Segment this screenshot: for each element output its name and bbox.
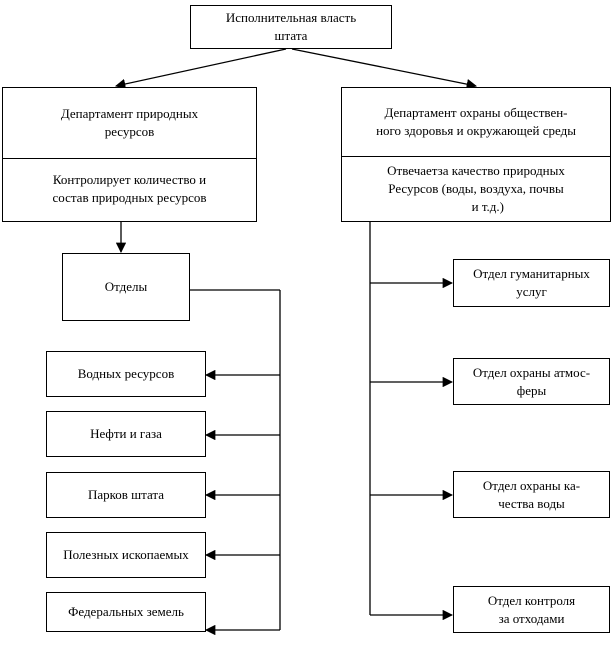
left-dept-title-line1: Департамент природных [60,106,199,121]
box-otdely: Отделы [62,253,190,321]
water-resources-label: Водных ресурсов [77,366,175,381]
arrow-top-to-right-dept [291,48,478,90]
box-oil-gas: Нефти и газа [46,411,206,457]
right-dept-title-line2: ного здоровья и окружающей среды [376,123,576,138]
box-minerals: Полезных ископаемых [46,532,206,578]
right-dept-desc-line2: Ресурсов (воды, воздуха, почвы [388,181,564,196]
executive-line1: Исполнительная власть [225,10,357,25]
water-quality-line1: Отдел охраны ка- [482,477,581,493]
federal-lands-label: Федеральных земель [68,604,184,619]
left-dept-desc-line1: Контролирует количество и [52,172,207,187]
state-parks-label: Парков штата [87,487,165,502]
right-dept-desc-line1: Отвечаетза качество природных [387,163,565,178]
oil-gas-label: Нефти и газа [90,426,162,441]
box-water-quality: Отдел охраны ка- чества воды [453,471,610,518]
minerals-label: Полезных ископаемых [63,547,189,562]
box-waste-control: Отдел контроля за отходами [453,586,610,633]
humanitarian-line2: услуг [516,284,547,299]
water-quality-line2: чества воды [498,495,565,511]
executive-line2: штата [274,28,308,43]
left-dept-desc-line2: состав природных ресурсов [52,190,207,205]
otdely-label: Отделы [104,279,148,294]
box-public-health-dept: Департамент охраны обществен- ного здоро… [341,87,611,222]
right-dept-desc-line3: и т.д.) [471,199,504,214]
waste-control-line2: за отходами [498,610,565,626]
box-humanitarian: Отдел гуманитарных услуг [453,259,610,307]
left-dept-title-line2: ресурсов [104,124,155,139]
box-atmosphere: Отдел охраны атмос- феры [453,358,610,405]
atmosphere-line1: Отдел охраны атмос- [472,364,591,380]
box-state-parks: Парков штата [46,472,206,518]
box-federal-lands: Федеральных земель [46,592,206,632]
box-executive-power: Исполнительная власть штата [190,5,392,49]
box-natural-resources-dept: Департамент природных ресурсов Контролир… [2,87,257,222]
arrow-top-to-left-dept [114,48,287,90]
box-water-resources: Водных ресурсов [46,351,206,397]
waste-control-line1: Отдел контроля [487,592,576,608]
humanitarian-line1: Отдел гуманитарных [473,266,590,281]
atmosphere-line2: феры [516,382,547,398]
right-dept-title-line1: Департамент охраны обществен- [384,105,568,120]
